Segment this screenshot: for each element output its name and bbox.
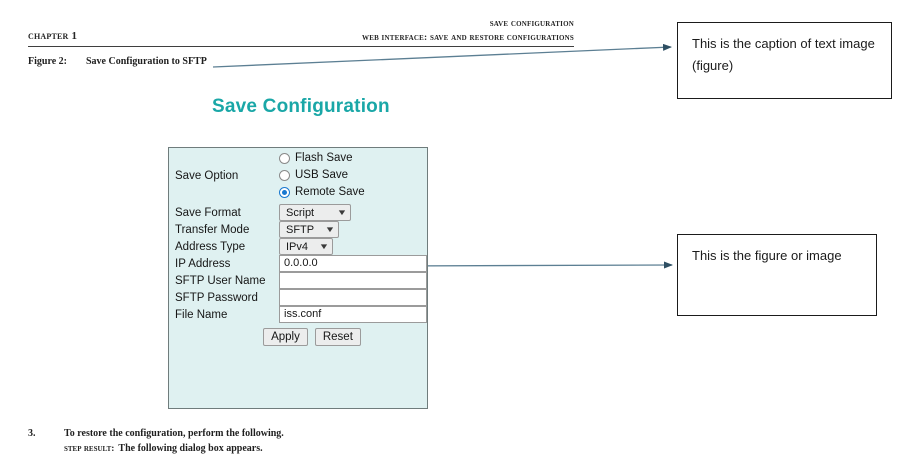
- figure-caption-text: Save Configuration to SFTP: [86, 56, 207, 67]
- radio-option-usb-save[interactable]: USB Save: [279, 168, 427, 183]
- figure-caption: Figure 2: Save Configuration to SFTP: [28, 56, 207, 67]
- chapter-label: Chapter 1: [28, 30, 78, 42]
- apply-button[interactable]: Apply: [263, 328, 308, 346]
- label-file-name: File Name: [175, 308, 228, 321]
- label-address-type: Address Type: [175, 240, 246, 253]
- form-table: Save Option Flash Save USB Save Remote S…: [169, 148, 427, 346]
- input-sftp-user-name[interactable]: [279, 272, 427, 289]
- step-text: To restore the configuration, perform th…: [64, 428, 284, 439]
- chevron-down-icon: ▼: [336, 207, 348, 217]
- radio-option-flash-save[interactable]: Flash Save: [279, 151, 427, 166]
- form-actions: Apply Reset: [169, 328, 427, 346]
- save-configuration-form: Save Option Flash Save USB Save Remote S…: [168, 147, 428, 409]
- select-save-format[interactable]: Script ▼: [279, 204, 351, 221]
- callout-figure-box: This is the figure or image: [677, 234, 877, 316]
- figure-number: Figure 2:: [28, 56, 67, 67]
- select-save-format-value: Script: [286, 206, 315, 219]
- input-file-name[interactable]: iss.conf: [279, 306, 427, 323]
- step-instructions: 3. To restore the configuration, perform …: [28, 428, 284, 454]
- form-row-ip-address: IP Address 0.0.0.0: [169, 255, 427, 272]
- form-row-save-format: Save Format Script ▼: [169, 204, 427, 221]
- arrow-to-figure-callout: [389, 261, 673, 269]
- label-sftp-user-name: SFTP User Name: [175, 274, 266, 287]
- chevron-down-icon: ▼: [318, 241, 330, 251]
- radio-label-remote-save: Remote Save: [295, 186, 365, 198]
- step-result-line: Step Result:The following dialog box app…: [28, 443, 284, 454]
- form-row-transfer-mode: Transfer Mode SFTP ▼: [169, 221, 427, 238]
- callout-caption-box: This is the caption of text image (figur…: [677, 22, 892, 99]
- form-row-save-option: Save Option Flash Save USB Save Remote S…: [169, 148, 427, 204]
- radio-icon-remote-save[interactable]: [279, 186, 290, 198]
- arrow-to-caption-callout: [212, 43, 672, 68]
- running-header: Chapter 1 Save Configuration Web Interfa…: [28, 18, 574, 48]
- radio-group-save-option: Flash Save USB Save Remote Save: [277, 148, 427, 204]
- label-transfer-mode: Transfer Mode: [175, 223, 250, 236]
- select-transfer-mode-value: SFTP: [286, 223, 315, 236]
- reset-button[interactable]: Reset: [314, 328, 361, 346]
- form-row-address-type: Address Type IPv4 ▼: [169, 238, 427, 255]
- header-title-line2: Web Interface: Save and Restore Configur…: [362, 33, 574, 43]
- header-title-line1: Save Configuration: [489, 19, 574, 29]
- select-address-type-value: IPv4: [286, 240, 309, 253]
- header-titles: Save Configuration Web Interface: Save a…: [362, 18, 574, 44]
- radio-icon-usb-save[interactable]: [279, 169, 290, 181]
- label-sftp-password: SFTP Password: [175, 291, 258, 304]
- select-transfer-mode[interactable]: SFTP ▼: [279, 221, 339, 238]
- radio-option-remote-save[interactable]: Remote Save: [279, 185, 427, 200]
- page-title: Save Configuration: [212, 96, 390, 117]
- form-row-file-name: File Name iss.conf: [169, 306, 427, 323]
- form-row-buttons: Apply Reset: [169, 323, 427, 346]
- input-sftp-password[interactable]: [279, 289, 427, 306]
- step-number: 3.: [28, 428, 36, 439]
- chevron-down-icon: ▼: [324, 224, 336, 234]
- label-save-format: Save Format: [175, 206, 241, 219]
- form-row-sftp-user-name: SFTP User Name: [169, 272, 427, 289]
- header-divider: [28, 46, 574, 47]
- select-address-type[interactable]: IPv4 ▼: [279, 238, 333, 255]
- radio-label-flash-save: Flash Save: [295, 152, 353, 164]
- input-ip-address[interactable]: 0.0.0.0: [279, 255, 427, 272]
- step-line: 3. To restore the configuration, perform …: [28, 428, 284, 439]
- form-row-sftp-password: SFTP Password: [169, 289, 427, 306]
- step-result-label: Step Result:: [64, 444, 115, 454]
- step-result-text: The following dialog box appears.: [118, 443, 263, 454]
- label-ip-address: IP Address: [175, 257, 231, 270]
- radio-label-usb-save: USB Save: [295, 169, 349, 181]
- label-save-option: Save Option: [175, 170, 239, 182]
- radio-icon-flash-save[interactable]: [279, 152, 290, 164]
